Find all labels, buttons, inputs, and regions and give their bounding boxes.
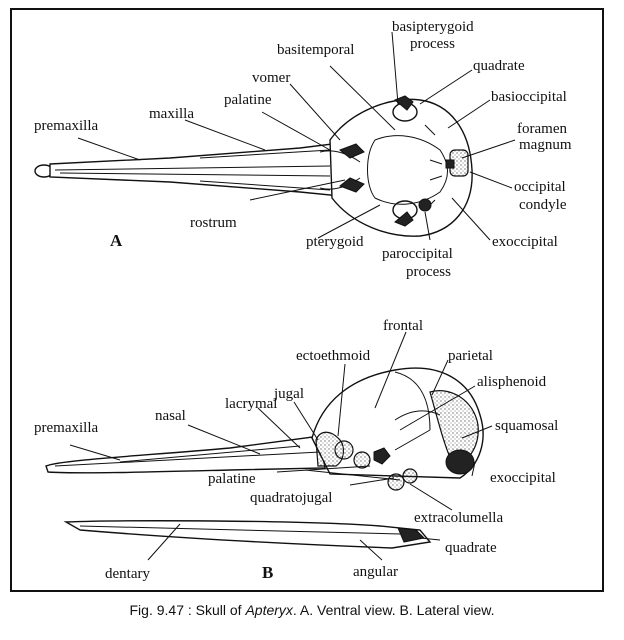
label-maxilla-a: maxilla: [149, 106, 194, 122]
label-extracolumella-b: extracolumella: [414, 510, 503, 526]
panel-letter-a: A: [110, 231, 123, 250]
label-foramen-a: foramen: [517, 121, 567, 137]
caption-suffix: . A. Ventral view. B. Lateral view.: [292, 602, 495, 618]
label-basioccipital-a: basioccipital: [491, 89, 567, 105]
label-frontal-b: frontal: [383, 318, 423, 334]
label-rostrum-a: rostrum: [190, 215, 237, 231]
label-premaxilla-b: premaxilla: [34, 420, 98, 436]
label-premaxilla-a: premaxilla: [34, 118, 98, 134]
figure-caption: Fig. 9.47 : Skull of Apteryx. A. Ventral…: [0, 602, 624, 618]
label-vomer-a: vomer: [252, 70, 290, 86]
label-magnum-a: magnum: [519, 137, 572, 153]
label-occipital-a: occipital: [514, 179, 566, 195]
label-alisphenoid-b: alisphenoid: [477, 374, 547, 390]
ventral-skull-drawing: [34, 95, 473, 237]
figure-frame: [10, 8, 604, 592]
caption-genus: Apteryx: [245, 602, 293, 618]
label-dentary-b: dentary: [105, 566, 150, 582]
label-basipterygoid-a: basipterygoid: [392, 19, 474, 35]
lateral-skull-drawing: [45, 367, 484, 549]
label-quadrate-b: quadrate: [445, 540, 497, 556]
label-palatine-b: palatine: [208, 471, 256, 487]
label-pterygoid-a: pterygoid: [306, 234, 364, 250]
label-angular-b: angular: [353, 564, 398, 580]
panel-b-leaders: [69, 331, 493, 561]
skull-figure: premaxilla maxilla palatine vomer basite…: [34, 19, 572, 582]
label-ectoethmoid-b: ectoethmoid: [296, 348, 371, 364]
panel-a-labels: premaxilla maxilla palatine vomer basite…: [34, 19, 572, 280]
label-paroccipital-a: paroccipital: [382, 246, 453, 262]
label-parietal-b: parietal: [448, 348, 493, 364]
label-quadrate-a: quadrate: [473, 58, 525, 74]
label-lacrymal-b: lacrymal: [225, 396, 277, 412]
label-paroccipital-process-a: process: [406, 264, 451, 280]
label-nasal-b: nasal: [155, 408, 186, 424]
label-jugal-b: jugal: [273, 386, 304, 402]
label-squamosal-b: squamosal: [495, 418, 558, 434]
label-basipterygoid-process-a: process: [410, 36, 455, 52]
label-condyle-a: condyle: [519, 197, 567, 213]
label-quadratojugal-b: quadratojugal: [250, 490, 332, 506]
label-exoccipital-a: exoccipital: [492, 234, 558, 250]
panel-b-labels: frontal ectoethmoid parietal alisphenoid…: [34, 318, 558, 582]
label-exoccipital-b: exoccipital: [490, 470, 556, 486]
caption-prefix: Fig. 9.47 : Skull of: [129, 602, 246, 618]
label-palatine-a: palatine: [224, 92, 272, 108]
label-basitemporal-a: basitemporal: [277, 42, 354, 58]
panel-letter-b: B: [262, 563, 273, 582]
panel-a-leaders: [77, 31, 516, 241]
